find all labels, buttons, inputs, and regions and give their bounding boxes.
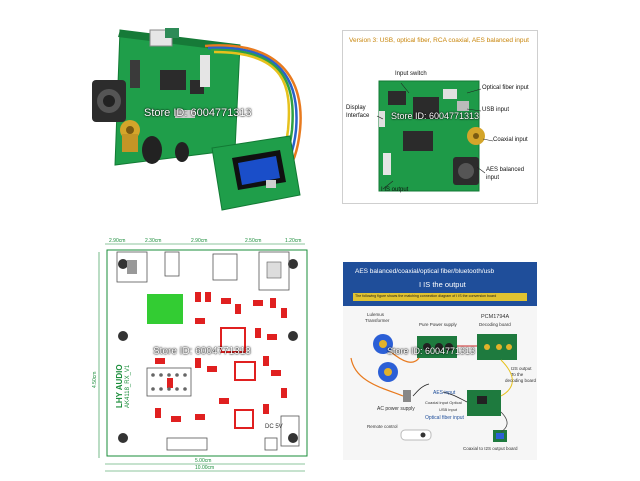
label-lulemus: Lulemus xyxy=(367,312,385,317)
product-photo-main: Store ID: 6004771313 xyxy=(0,0,330,225)
dim-4: 2.50cm xyxy=(245,238,262,244)
label-optical-fiber: Optical fiber input xyxy=(425,415,464,421)
label-aes-input: AES balanced xyxy=(486,167,525,173)
label-display-interface: Display xyxy=(346,105,366,111)
connection-diagram-panel: AES balanced/coaxial/optical fiber/bluet… xyxy=(343,262,537,460)
annotated-board-illustration xyxy=(376,80,494,192)
diagram-title: AES balanced/coaxial/optical fiber/bluet… xyxy=(355,268,495,275)
version-title: Version 3: USB, optical fiber, RCA coaxi… xyxy=(349,37,529,44)
watermark-4: Store ID: 6004771313 xyxy=(387,346,476,356)
brand-label: LHY AUDIO xyxy=(115,364,124,408)
label-remote: Remote control xyxy=(367,424,398,429)
label-iis-output: I IS output xyxy=(381,187,409,193)
label-input-switch: Input switch xyxy=(395,71,427,77)
watermark-3: Store ID: 6004771313 xyxy=(153,346,251,357)
annotated-board-panel: Version 3: USB, optical fiber, RCA coaxi… xyxy=(342,30,538,204)
dim-1: 2.90cm xyxy=(109,238,126,244)
label-aes-input-2: input xyxy=(486,175,500,181)
dim-3: 2.90cm xyxy=(191,238,208,244)
label-display-interface-2: Interface xyxy=(346,113,370,119)
dim-8: 4.50cm xyxy=(92,371,98,388)
label-ac-power: AC power supply xyxy=(377,406,415,412)
label-coaxial-i2s: Coaxial to I2S output board xyxy=(463,446,518,451)
dim-5: 1.20cm xyxy=(285,238,302,244)
label-coaxial-input: Coaxial input xyxy=(493,137,528,143)
label-i2s-output: I2S output xyxy=(511,366,532,371)
pcb-layout-drawing: 2.90cm 2.30cm 2.90cm 2.50cm 1.20cm 5.00c… xyxy=(92,238,317,476)
pcb-drawing xyxy=(98,243,308,472)
diagram-banner xyxy=(353,293,527,301)
dim-2: 2.30cm xyxy=(145,238,162,244)
label-coaxial-optical: Coaxial input Optical xyxy=(425,400,462,405)
connection-diagram xyxy=(350,334,517,442)
label-usb-input: USB input xyxy=(482,107,510,113)
label-pure-power: Pure Power supply xyxy=(419,322,457,327)
label-i2s-output-2: To the xyxy=(511,372,524,377)
model-label: AK4118_RX_V1 xyxy=(125,364,131,408)
dim-7: 10.00cm xyxy=(195,465,215,471)
label-pcm-2: Decoding board xyxy=(479,322,511,327)
watermark: Store ID: 6004771313 xyxy=(144,107,252,119)
label-lulemus-2: Transformer xyxy=(365,318,390,323)
board-with-display-illustration xyxy=(92,28,302,211)
label-aes-input: AES input xyxy=(433,390,456,396)
label-optical-input: Optical fiber input xyxy=(482,85,529,91)
watermark-2: Store ID: 6004771313 xyxy=(391,111,480,121)
diagram-banner-text: The following figure shows the matching … xyxy=(355,294,497,298)
diagram-subtitle: I IS the output xyxy=(419,280,466,289)
label-i2s-output-3: decoding board xyxy=(505,378,537,383)
dim-6: 5.00cm xyxy=(195,458,212,464)
label-usb-input: USB input xyxy=(439,407,458,412)
dc-label: DC 5V xyxy=(265,424,283,430)
label-pcm: PCM1794A xyxy=(481,314,510,320)
